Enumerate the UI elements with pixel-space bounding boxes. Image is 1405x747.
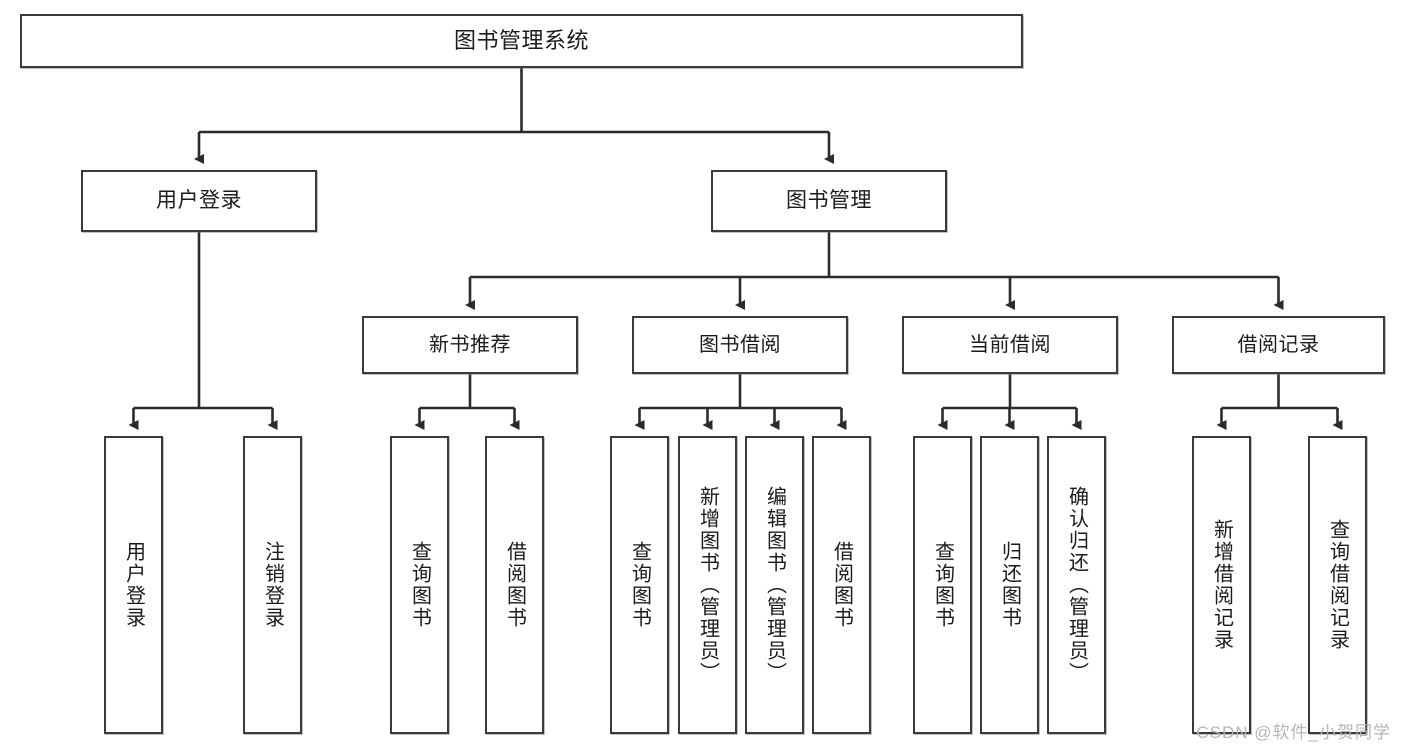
node-root-label: 图书管理系统 (453, 28, 589, 54)
node-new-book-recommend[interactable]: 新书推荐 (362, 316, 578, 374)
node-leaf-query-borrow-record-label: 查询借阅记录 (1326, 519, 1349, 651)
node-leaf-user-login-label: 用户登录 (122, 541, 145, 629)
node-leaf-query-borrow-record[interactable]: 查询借阅记录 (1308, 436, 1367, 734)
node-leaf-query-book-recommend-label: 查询图书 (408, 541, 431, 629)
node-current-borrow[interactable]: 当前借阅 (902, 316, 1118, 374)
node-leaf-add-book[interactable]: 新增图书（管理员） (678, 436, 737, 734)
node-leaf-add-borrow-record[interactable]: 新增借阅记录 (1192, 436, 1251, 734)
node-leaf-query-book-current[interactable]: 查询图书 (913, 436, 972, 734)
node-leaf-borrow-book-recommend[interactable]: 借阅图书 (485, 436, 544, 734)
node-leaf-edit-book[interactable]: 编辑图书（管理员） (745, 436, 804, 734)
node-user-login[interactable]: 用户登录 (81, 170, 317, 232)
node-book-borrow-label: 图书借阅 (699, 333, 781, 356)
node-root[interactable]: 图书管理系统 (20, 14, 1023, 68)
node-leaf-confirm-return-label: 确认归还（管理员） (1065, 486, 1088, 684)
node-leaf-user-login[interactable]: 用户登录 (104, 436, 163, 734)
node-book-borrow[interactable]: 图书借阅 (632, 316, 848, 374)
node-leaf-add-book-label: 新增图书（管理员） (696, 486, 719, 684)
node-new-book-recommend-label: 新书推荐 (429, 333, 511, 356)
node-current-borrow-label: 当前借阅 (969, 333, 1051, 356)
node-leaf-confirm-return[interactable]: 确认归还（管理员） (1047, 436, 1106, 734)
node-leaf-edit-book-label: 编辑图书（管理员） (763, 486, 786, 684)
node-leaf-query-book-current-label: 查询图书 (931, 541, 954, 629)
node-book-manage-label: 图书管理 (786, 188, 872, 212)
node-leaf-return-book-label: 归还图书 (998, 541, 1021, 629)
node-leaf-borrow-book-recommend-label: 借阅图书 (503, 541, 526, 629)
node-borrow-record[interactable]: 借阅记录 (1172, 316, 1385, 374)
node-borrow-record-label: 借阅记录 (1237, 333, 1320, 356)
node-leaf-borrow-book-label: 借阅图书 (830, 541, 853, 629)
node-leaf-query-book-borrow[interactable]: 查询图书 (610, 436, 669, 734)
node-leaf-add-borrow-record-label: 新增借阅记录 (1210, 519, 1233, 651)
node-user-login-label: 用户登录 (156, 188, 242, 212)
watermark: CSDN @软件_小贺同学 (1196, 723, 1391, 742)
node-leaf-return-book[interactable]: 归还图书 (980, 436, 1039, 734)
node-leaf-query-book-recommend[interactable]: 查询图书 (390, 436, 449, 734)
node-book-manage[interactable]: 图书管理 (711, 170, 947, 232)
node-leaf-logout-login[interactable]: 注销登录 (243, 436, 302, 734)
node-leaf-logout-login-label: 注销登录 (261, 541, 284, 629)
node-leaf-borrow-book[interactable]: 借阅图书 (812, 436, 871, 734)
node-leaf-query-book-borrow-label: 查询图书 (628, 541, 651, 629)
